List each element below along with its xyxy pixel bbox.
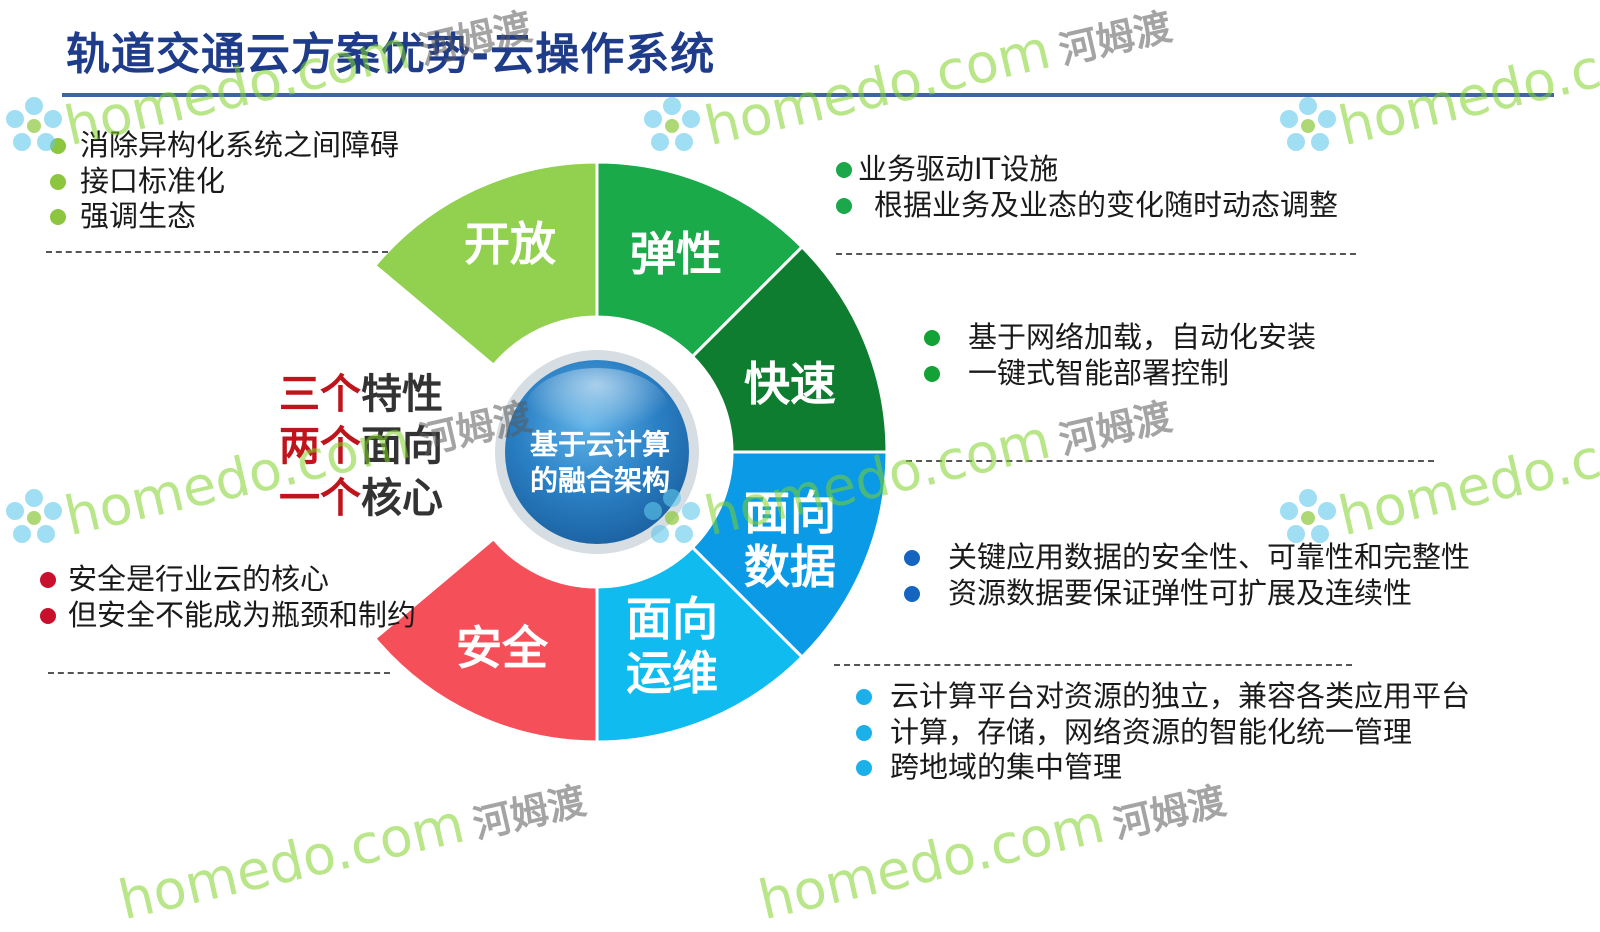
bullet-dot-icon — [904, 550, 920, 566]
segment-label-line: 面向 — [744, 486, 836, 540]
bullet-dot-icon — [40, 572, 56, 588]
bullets-open: 消除异构化系统之间障碍 接口标准化 强调生态 — [46, 128, 399, 235]
segment-label-line: 运维 — [626, 646, 718, 700]
summary-term: 特性 — [361, 370, 443, 418]
summary-term: 面向 — [361, 422, 443, 470]
summary-term: 核心 — [361, 474, 443, 522]
slide: 轨道交通云方案优势-云操作系统 基于云计算 的融合架构 开放弹性快速面向数据面向… — [6, 4, 1600, 932]
bullet-dot-icon — [836, 162, 852, 178]
divider-elastic — [836, 253, 1356, 255]
bullet-text: 关键应用数据的安全性、可靠性和完整性 — [948, 540, 1471, 574]
bullets-security: 安全是行业云的核心 但安全不能成为瓶颈和制约 — [38, 562, 416, 633]
bullet-item: 消除异构化系统之间障碍 — [46, 128, 399, 164]
summary-line-1: 三个特性 — [279, 368, 443, 420]
core-label: 基于云计算 的融合架构 — [530, 427, 670, 499]
bullet-item: 云计算平台对资源的独立，兼容各类应用平台 — [856, 679, 1470, 715]
bullet-item: 安全是行业云的核心 — [38, 562, 416, 598]
bullet-text: 业务驱动IT设施 — [858, 152, 1059, 186]
ring-segment-elastic — [595, 160, 805, 359]
summary-phrases: 三个特性 两个面向 一个核心 — [279, 368, 443, 524]
bullet-item: 计算，存储，网络资源的智能化统一管理 — [856, 715, 1470, 751]
bullet-dot-icon — [904, 585, 920, 602]
bullet-item: 业务驱动IT设施 — [836, 152, 1338, 188]
bullet-text: 资源数据要保证弹性可扩展及连续性 — [948, 575, 1413, 610]
segment-label-elastic: 弹性 — [630, 227, 722, 281]
bullet-dot-icon — [924, 365, 940, 382]
bullet-text: 安全是行业云的核心 — [68, 562, 330, 596]
bullet-text: 云计算平台对资源的独立，兼容各类应用平台 — [890, 679, 1471, 713]
segment-label-security: 安全 — [456, 621, 548, 675]
title-underline — [62, 93, 1554, 97]
bullet-dot-icon — [856, 689, 872, 705]
summary-count: 三个 — [279, 370, 361, 418]
bullet-item: 跨地域的集中管理 — [856, 750, 1470, 786]
core-label-line-2: 的融合架构 — [529, 464, 671, 497]
bullet-text: 强调生态 — [80, 199, 197, 233]
bullet-item: 资源数据要保证弹性可扩展及连续性 — [904, 576, 1470, 612]
ring-segment-fast — [690, 244, 889, 454]
bullet-dot-icon — [836, 197, 852, 214]
segment-label-line: 开放 — [464, 217, 556, 271]
segment-label-line: 弹性 — [630, 227, 722, 281]
ring-segment-open — [372, 160, 599, 368]
bullet-item: 接口标准化 — [46, 164, 399, 200]
bullet-dot-icon — [40, 607, 56, 624]
bullet-text: 根据业务及业态的变化随时动态调整 — [874, 187, 1339, 222]
bullets-fast: 基于网络加载，自动化安装 一键式智能部署控制 — [924, 320, 1316, 391]
bullet-item: 一键式智能部署控制 — [924, 356, 1316, 392]
bullet-dot-icon — [924, 330, 940, 346]
ring-segment-ops — [595, 545, 805, 744]
bullet-dot-icon — [856, 724, 872, 741]
core-label-line-1: 基于云计算 — [529, 428, 671, 461]
bullet-text: 跨地域的集中管理 — [890, 750, 1123, 784]
bullet-dot-icon — [856, 760, 872, 776]
bullet-text: 接口标准化 — [80, 163, 226, 198]
segment-label-ops: 面向运维 — [626, 592, 718, 700]
segment-label-fast: 快速 — [744, 357, 836, 411]
segment-label-data: 面向数据 — [744, 486, 836, 594]
bullet-dot-icon — [50, 138, 66, 154]
ring-segment-security — [372, 536, 599, 744]
summary-count: 一个 — [279, 474, 361, 522]
bullets-elastic: 业务驱动IT设施 根据业务及业态的变化随时动态调整 — [836, 152, 1338, 223]
segment-label-line: 数据 — [744, 540, 836, 594]
summary-line-3: 一个核心 — [279, 472, 443, 524]
divider-data — [834, 664, 1352, 666]
bullet-item: 但安全不能成为瓶颈和制约 — [38, 598, 416, 634]
divider-open — [46, 251, 388, 253]
divider-fast — [906, 460, 1434, 462]
ring-segment-data — [690, 450, 889, 660]
bullet-text: 但安全不能成为瓶颈和制约 — [68, 597, 417, 632]
bullets-ops: 云计算平台对资源的独立，兼容各类应用平台 计算，存储，网络资源的智能化统一管理 … — [856, 679, 1470, 786]
segment-label-line: 面向 — [626, 592, 718, 646]
segment-label-open: 开放 — [464, 217, 556, 271]
bullet-text: 消除异构化系统之间障碍 — [80, 128, 400, 162]
bullet-item: 基于网络加载，自动化安装 — [924, 320, 1316, 356]
bullet-dot-icon — [50, 209, 66, 225]
core-shine — [525, 368, 669, 452]
segment-label-line: 安全 — [456, 621, 548, 675]
bullet-dot-icon — [50, 173, 66, 190]
segment-label-line: 快速 — [744, 357, 836, 411]
bullet-item: 根据业务及业态的变化随时动态调整 — [836, 188, 1338, 224]
divider-security — [48, 672, 390, 674]
summary-count: 两个 — [279, 422, 361, 470]
bullet-item: 强调生态 — [46, 199, 399, 235]
bullet-text: 计算，存储，网络资源的智能化统一管理 — [890, 714, 1413, 749]
bullet-item: 关键应用数据的安全性、可靠性和完整性 — [904, 540, 1470, 576]
bullet-text: 基于网络加载，自动化安装 — [968, 320, 1317, 354]
summary-line-2: 两个面向 — [279, 420, 443, 472]
bullet-text: 一键式智能部署控制 — [968, 355, 1230, 390]
page-title: 轨道交通云方案优势-云操作系统 — [66, 29, 716, 80]
bullets-data: 关键应用数据的安全性、可靠性和完整性 资源数据要保证弹性可扩展及连续性 — [904, 540, 1470, 611]
